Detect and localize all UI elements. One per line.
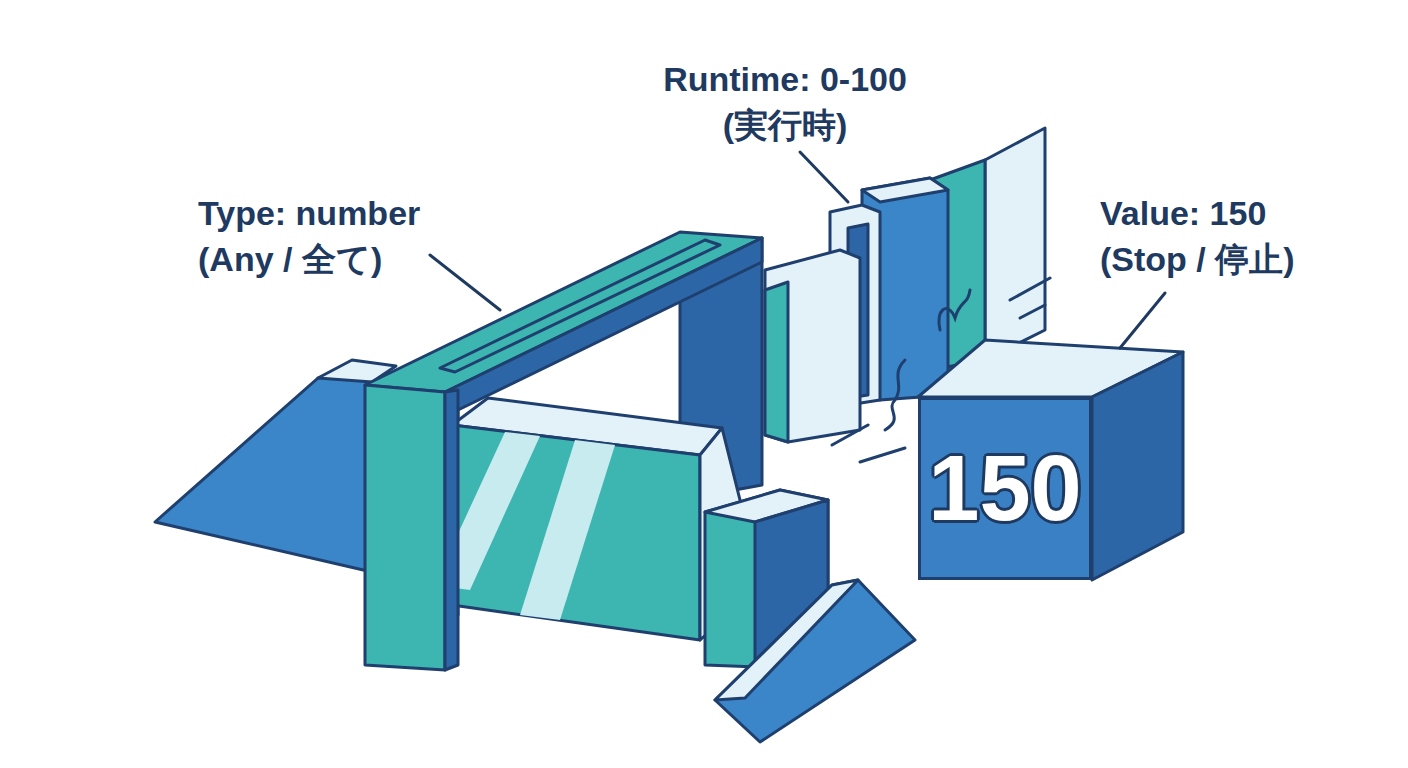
impact-line — [832, 425, 868, 445]
impact-line — [885, 360, 905, 430]
cube-side — [1092, 352, 1183, 580]
ramp — [155, 372, 372, 572]
cube-value: 150 — [928, 436, 1082, 541]
glass-reflection — [520, 440, 615, 620]
leader-line — [800, 152, 848, 202]
value-cube: 150 — [918, 397, 1092, 580]
callout-label: Runtime: 0-100 (実行時) — [620, 56, 950, 148]
glass-panel — [452, 425, 700, 640]
glass-reflection — [455, 432, 540, 590]
impact-line — [939, 290, 970, 330]
gate-pillar — [365, 385, 445, 670]
impact-line — [1010, 278, 1050, 300]
gate-pillar-edge — [445, 390, 458, 670]
ramp — [715, 580, 915, 742]
ramp-top — [715, 580, 858, 700]
leader-line — [430, 255, 500, 310]
impact-line — [1020, 305, 1045, 318]
barrier-block — [765, 250, 860, 442]
leader-line — [1120, 293, 1165, 348]
callout-label: Value: 150 (Stop / 停止) — [1100, 190, 1362, 282]
barrier-panel — [985, 128, 1045, 360]
gate-beam — [365, 232, 762, 392]
impact-line — [860, 448, 905, 462]
barrier-top — [862, 178, 948, 202]
barrier-side — [765, 282, 788, 442]
callout-label: Type: number (Any / 全て) — [198, 190, 498, 282]
cube-face — [920, 399, 1091, 579]
